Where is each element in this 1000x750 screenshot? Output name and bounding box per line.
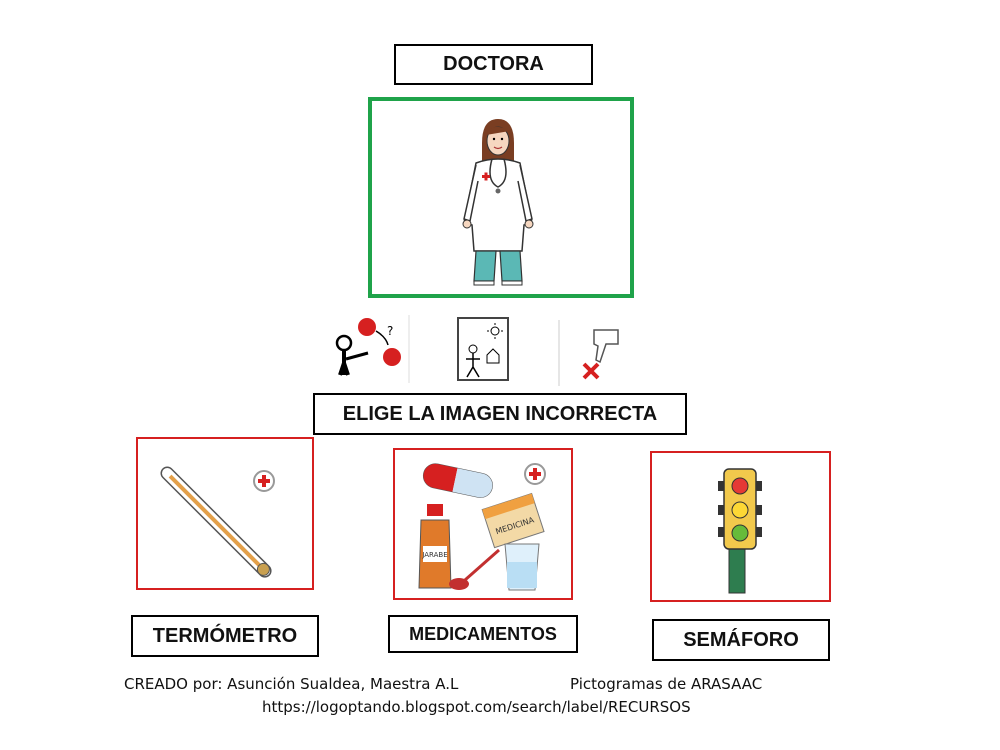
option-thermometer[interactable] — [136, 437, 314, 590]
medicines-icon: MEDICINA JARABE — [418, 463, 546, 591]
author-credit: CREADO por: Asunción Sualdea, Maestra A.… — [124, 675, 459, 693]
jarabe-text: JARABE — [421, 551, 447, 559]
source-url[interactable]: https://logoptando.blogspot.com/search/l… — [262, 698, 691, 716]
title-label: DOCTORA — [394, 44, 593, 85]
doctor-icon — [462, 119, 534, 286]
option-label-traffic-light: SEMÁFORO — [652, 619, 830, 661]
doctor-image-frame — [368, 97, 634, 298]
option-label-thermometer: TERMÓMETRO — [131, 615, 319, 657]
thumbs-down-wrong-icon — [558, 320, 626, 386]
choose-icon: ? — [330, 315, 412, 383]
picture-icon — [457, 317, 509, 381]
svg-text:?: ? — [387, 324, 393, 338]
pictograms-credit: Pictogramas de ARASAAC — [570, 675, 763, 693]
instruction-label: ELIGE LA IMAGEN INCORRECTA — [313, 393, 687, 435]
thermometer-icon — [160, 466, 275, 578]
option-label-medicines: MEDICAMENTOS — [388, 615, 578, 653]
traffic-light-icon — [718, 468, 762, 594]
option-traffic-light[interactable] — [650, 451, 831, 602]
option-medicines[interactable]: MEDICINA JARABE — [393, 448, 573, 600]
